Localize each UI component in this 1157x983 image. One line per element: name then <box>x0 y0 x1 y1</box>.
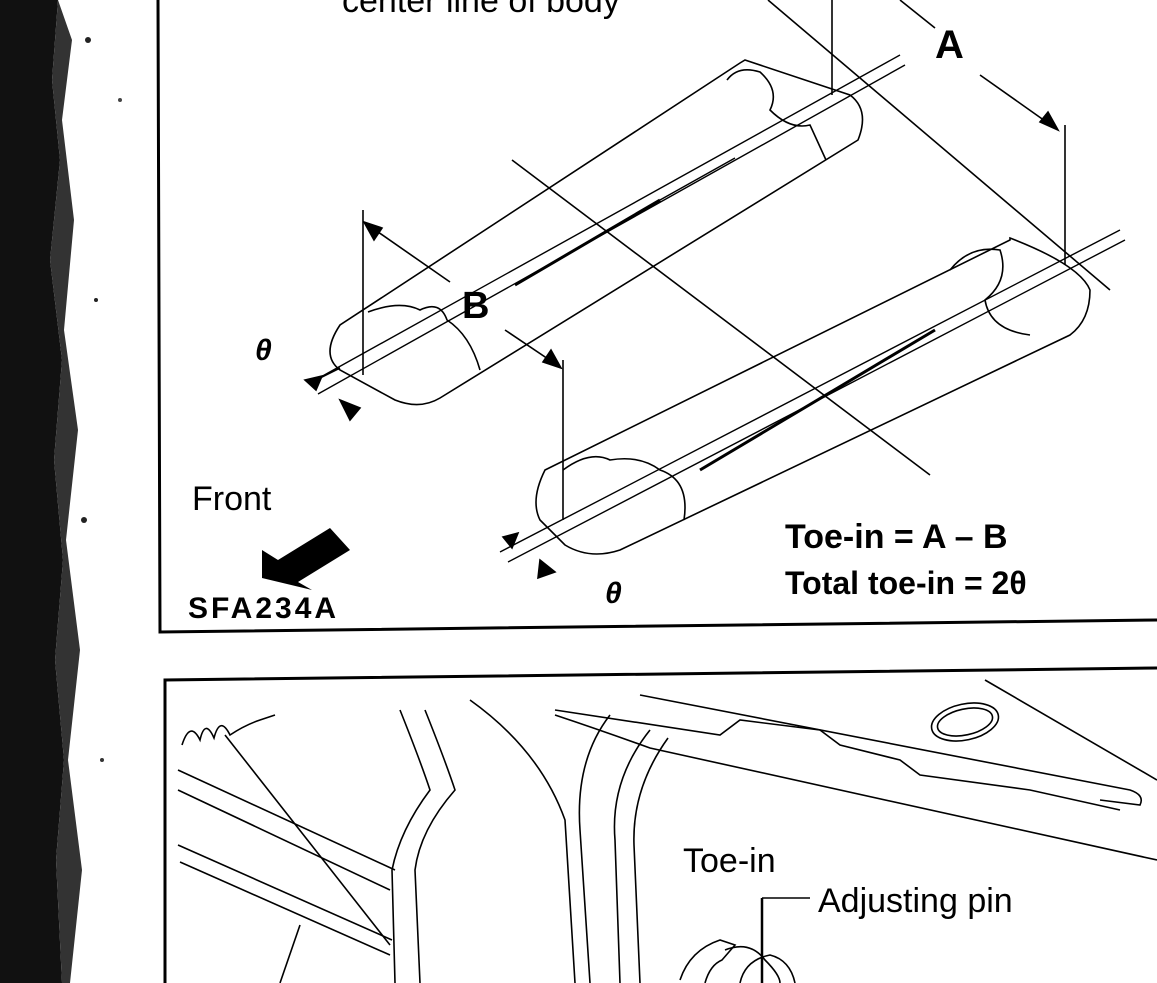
theta-left: θ <box>255 334 272 367</box>
left-tire <box>329 59 864 406</box>
front-label: Front <box>192 480 272 518</box>
caption-partial: center line of body <box>342 0 620 20</box>
scan-edge <box>0 0 122 983</box>
right-tire <box>535 236 1091 555</box>
center-line-of-body <box>511 159 931 476</box>
bottom-frame <box>163 666 1157 983</box>
label-toe-in: Toe-in <box>683 842 776 880</box>
figure-code: SFA234A <box>188 592 339 625</box>
front-arrow-icon <box>262 528 350 590</box>
formula-toe-in: Toe-in = A – B <box>785 518 1008 556</box>
label-adjusting-pin: Adjusting pin <box>818 882 1013 920</box>
leader-line <box>767 0 1111 291</box>
theta-bottom: θ <box>605 577 622 610</box>
label-a: A <box>935 23 964 67</box>
toe-in-diagram <box>156 0 1157 634</box>
toe-in-adjustment-diagram <box>163 666 1157 983</box>
adjusting-pin-icon <box>679 939 737 983</box>
label-b: B <box>462 285 489 327</box>
bracket <box>639 694 1143 806</box>
top-frame <box>156 0 1157 634</box>
formula-total-toe-in: Total toe-in = 2θ <box>785 565 1027 601</box>
